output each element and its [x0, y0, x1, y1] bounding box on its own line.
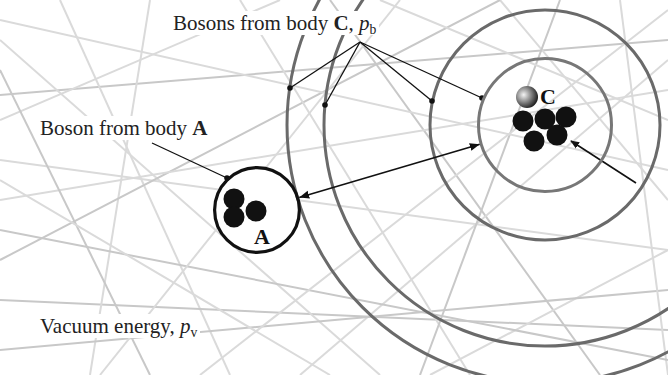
vacuum-line: [0, 90, 668, 200]
leader-line: [290, 42, 360, 88]
vacuum-line: [0, 40, 380, 375]
leader-line: [325, 42, 360, 105]
vacuum-line: [380, 0, 668, 120]
leader-dot: [429, 98, 435, 104]
particle-ball: [224, 207, 245, 228]
particle-ball: [224, 189, 245, 210]
vacuum-line: [430, 250, 668, 375]
vacuum-line: [200, 10, 668, 375]
wave-circle: [287, 0, 668, 375]
particle-ball: [513, 111, 534, 132]
leader-line: [360, 42, 482, 98]
particle-ball: [246, 201, 267, 222]
callout-label: Bosons from body C, pb: [170, 11, 379, 35]
body-letter: A: [254, 225, 270, 249]
body-circle: C: [477, 57, 613, 193]
wave-circle: [430, 10, 660, 240]
particle-ball: [556, 107, 577, 128]
leader-line: [152, 143, 227, 178]
callout-label: Boson from body A: [37, 116, 210, 140]
wave-circle: [324, 0, 668, 346]
vacuum-line: [0, 20, 668, 170]
incoming-boson-arrow: [571, 141, 636, 183]
connector-arrow: [299, 144, 480, 197]
boson-ball: [516, 86, 538, 108]
particle-ball: [547, 125, 568, 146]
body-a-ground: [213, 166, 301, 254]
body-letter: C: [540, 85, 556, 109]
circle-outline: [477, 57, 613, 193]
circle-border: [215, 168, 300, 253]
boson-waves: [287, 0, 668, 375]
leader-dot: [287, 85, 293, 91]
particle-ball: [524, 131, 545, 152]
leader-line: [360, 42, 432, 101]
circle-border: [479, 59, 612, 192]
vacuum-line: [330, 0, 600, 375]
region-label: Vacuum energy, pv: [37, 314, 200, 338]
vacuum-line: [0, 230, 668, 360]
body-circle: A: [213, 166, 301, 254]
leader-dot: [322, 102, 328, 108]
vacuum-line: [620, 0, 668, 375]
